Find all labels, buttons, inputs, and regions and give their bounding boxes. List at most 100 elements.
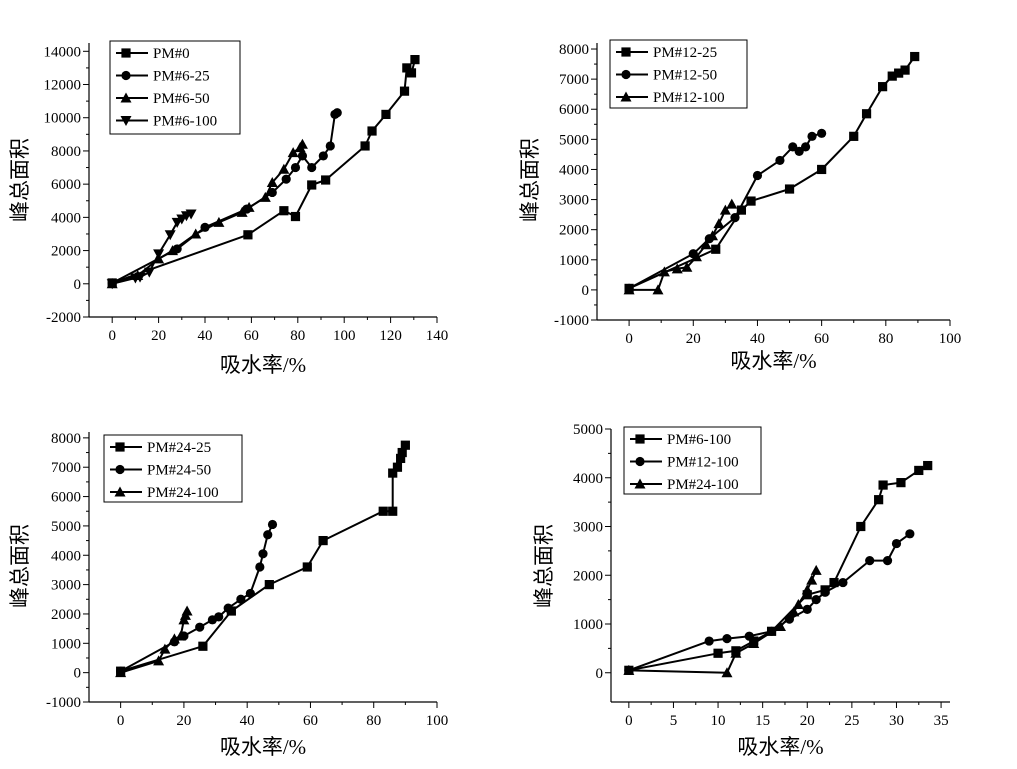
data-point [236,206,248,217]
legend-entry: PM#24-100 [630,477,739,493]
data-point [788,606,800,617]
y-tick-label: -1000 [554,313,589,329]
data-point [704,636,714,646]
series-line [111,111,338,284]
x-tick-label: 5 [670,713,678,729]
data-point [806,574,818,585]
data-point [856,521,866,532]
series-line [628,569,818,674]
data-point [266,176,278,187]
data-point [794,146,804,156]
series-PM#12-100 [623,198,738,295]
x-tick-label: 10 [711,713,726,729]
legend-marker [621,47,631,57]
legend-marker [634,478,646,489]
x-tick-label: 40 [240,713,255,729]
data-point [388,506,398,516]
legend-entry: PM#12-50 [616,68,717,84]
legend-label: PM#6-50 [153,91,210,107]
y-tick-label: 6000 [559,102,589,118]
y-tick-label: 0 [74,277,82,293]
data-point [713,218,725,229]
data-point [878,480,888,490]
data-point [801,584,813,595]
data-point [752,170,763,181]
x-tick-label: 0 [625,331,633,347]
x-tick-label: 20 [176,713,191,729]
legend-label: PM#24-100 [147,485,219,501]
data-point [792,599,804,609]
data-point [287,147,299,158]
data-point [849,131,859,141]
data-point [396,453,406,464]
data-point [861,109,872,119]
y-tick-label: 3000 [559,193,589,209]
legend-entry: PM#24-25 [110,440,211,456]
x-tick-label: 0 [117,713,125,729]
data-point [807,131,817,141]
series-PM#24-100 [115,605,193,678]
legend-marker [121,48,131,58]
x-tick-label: 30 [889,713,904,729]
y-tick-label: 1000 [559,253,589,269]
x-tick-label: 0 [108,328,116,344]
legend-entry: PM#12-100 [630,455,739,471]
data-point [255,562,265,572]
data-point [746,196,756,206]
data-point [297,151,308,161]
y-tick-label: 6000 [51,490,81,506]
y-tick-label: -2000 [46,310,81,326]
data-point [367,126,377,136]
x-tick-label: 20 [686,331,701,347]
legend-label: PM#12-50 [653,68,717,84]
x-tick-label: 60 [303,713,318,729]
y-axis-title: 峰总面积 [518,138,542,222]
data-point [243,230,253,240]
x-tick-label: 35 [934,713,949,729]
x-tick-label: 120 [379,328,402,344]
data-point [296,138,308,149]
x-tick-label: 25 [844,713,859,729]
data-point [887,71,897,81]
data-point [874,495,884,505]
legend-label: PM#6-100 [153,114,217,130]
y-tick-label: 0 [596,666,604,682]
data-point [820,587,830,597]
legend-label: PM#24-100 [667,477,739,493]
series-PM#24-100 [623,564,822,678]
data-point [267,187,277,198]
data-point [153,249,165,260]
data-point [290,211,301,222]
data-point [722,634,732,644]
legend-entry: PM#24-50 [110,463,211,479]
y-tick-label: 8000 [51,144,81,160]
data-point [264,580,274,590]
data-point [213,216,225,227]
data-point [707,230,719,241]
legend-marker [115,442,125,452]
data-point [243,201,255,212]
data-point [168,633,180,644]
legend-label: PM#6-25 [153,69,210,85]
data-point [106,279,118,290]
x-axis-title: 吸水率/% [737,735,823,759]
legend-entry: PM#6-25 [116,69,210,85]
data-point [690,251,702,262]
y-tick-label: 0 [582,283,590,299]
data-point [181,605,193,616]
legend-marker [121,70,131,81]
data-point [700,239,712,250]
x-axis-title: 吸水率/% [220,353,306,377]
data-point [748,638,760,648]
data-point [281,174,291,184]
data-point [652,284,664,295]
x-tick-label: 80 [290,328,305,344]
data-point [279,206,289,216]
data-point [736,205,747,215]
data-point [321,175,331,185]
data-point [378,506,388,516]
data-point [325,141,335,151]
data-point [730,213,740,223]
